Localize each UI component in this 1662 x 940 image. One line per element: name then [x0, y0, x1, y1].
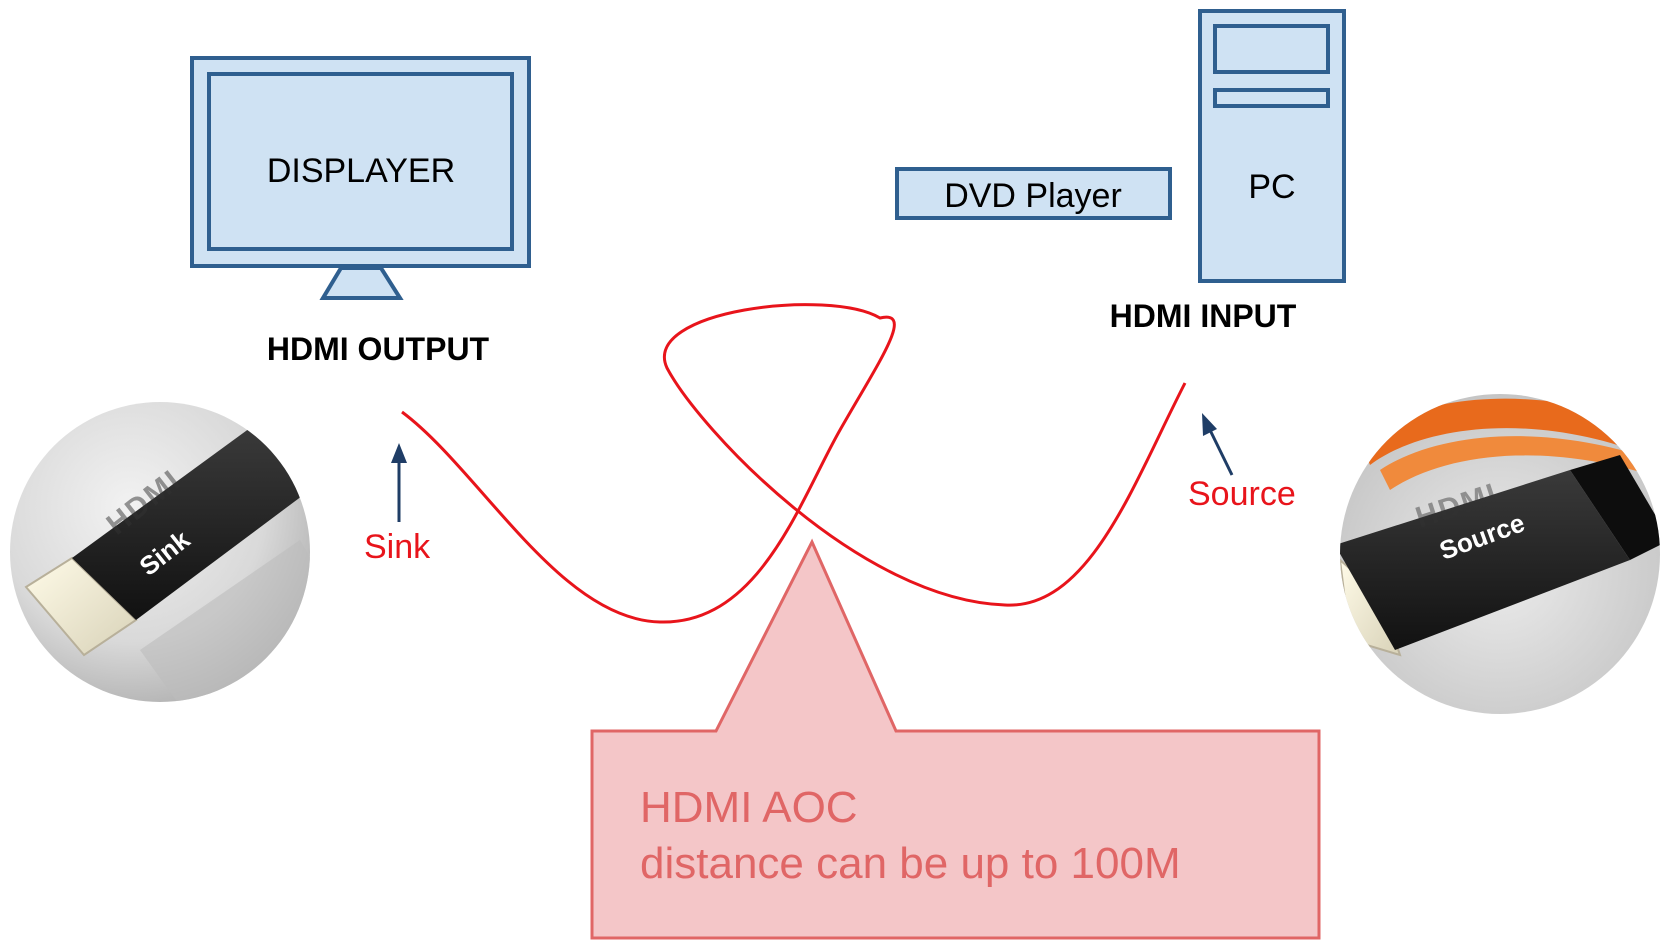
sink-connector-photo: HDMI Sink [10, 402, 310, 702]
pc-drive-bay [1213, 24, 1330, 74]
pc-drive-slot [1213, 88, 1330, 108]
source-arrow [1202, 413, 1234, 476]
hdmi-aoc-cable [401, 303, 1187, 624]
monitor-stand [319, 266, 404, 300]
source-label: Source [1188, 475, 1296, 513]
callout-line1: HDMI AOC [640, 783, 858, 832]
callout-shape [590, 538, 1321, 940]
hdmi-output-caption: HDMI OUTPUT [267, 331, 490, 367]
source-connector-photo: HDMI Source [1340, 394, 1660, 714]
pc-label: PC [1248, 168, 1295, 206]
sink-arrow [391, 443, 407, 522]
sink-plug-body [72, 428, 310, 620]
dvd-player: DVD Player [895, 167, 1172, 220]
hdmi-input-caption: HDMI INPUT [1110, 298, 1297, 334]
dvd-player-label: DVD Player [944, 177, 1122, 215]
displayer-label: DISPLAYER [267, 152, 455, 190]
monitor-screen [207, 72, 514, 251]
sink-label: Sink [364, 528, 431, 566]
aoc-callout: HDMI AOC distance can be up to 100M [590, 538, 1321, 940]
display-monitor: DISPLAYER [190, 56, 531, 300]
callout-line2: distance can be up to 100M [640, 839, 1181, 888]
dvd-player-box [895, 167, 1172, 220]
pc-tower: PC [1198, 9, 1346, 283]
source-plug-body [1340, 470, 1630, 650]
